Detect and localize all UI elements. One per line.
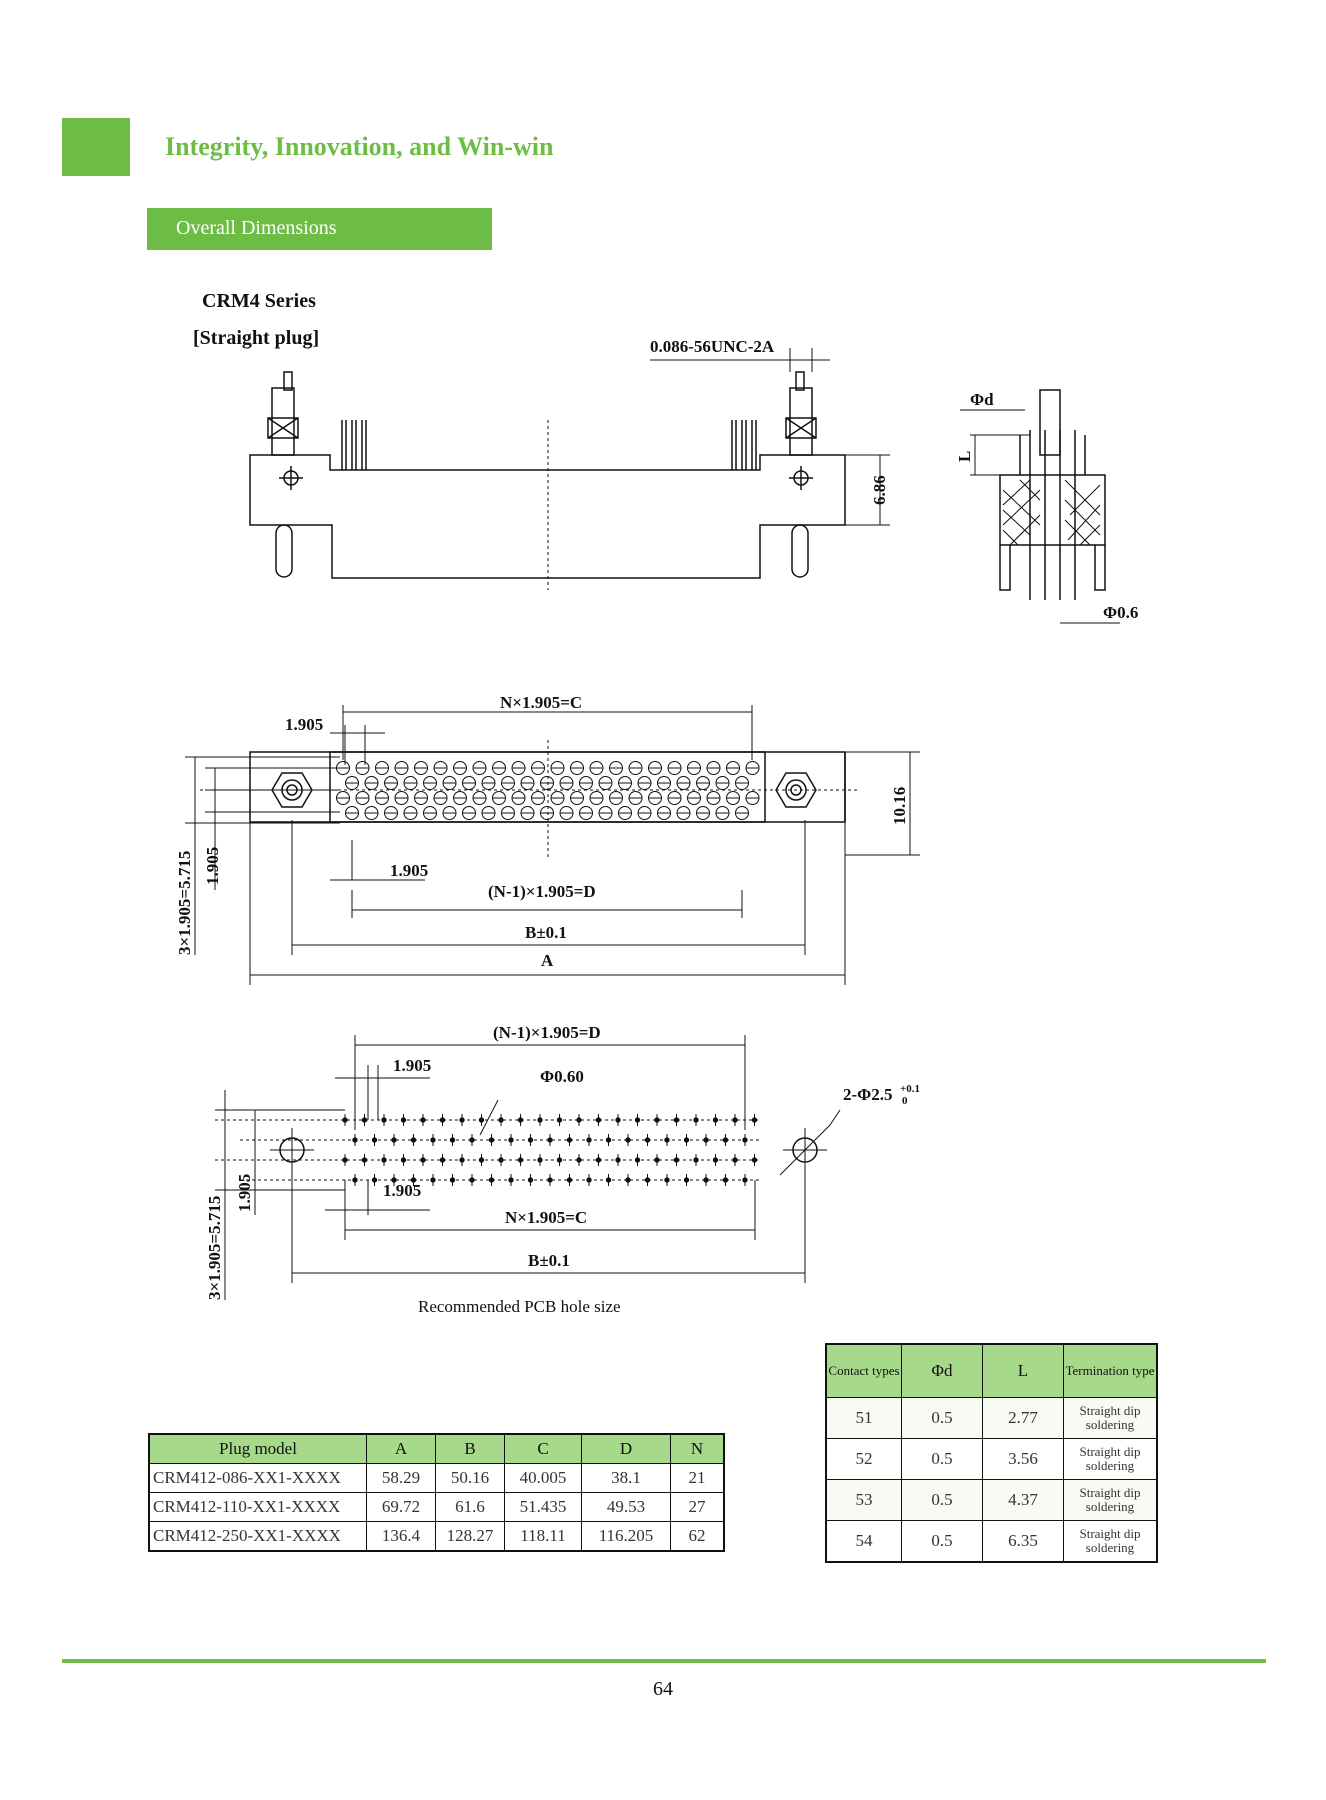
tolerance-zero: 0 <box>902 1095 908 1107</box>
header-plug-model: Plug model <box>148 1433 367 1464</box>
l-label: L <box>955 451 974 462</box>
cell-a: 58.29 <box>366 1463 436 1493</box>
nc-label: N×1.905=C <box>500 693 582 712</box>
cell-a: 69.72 <box>366 1492 436 1522</box>
header-termination-type: Termination type <box>1063 1343 1158 1398</box>
header-n: N <box>670 1433 725 1464</box>
pitch-lower-label: 1.905 <box>390 861 428 880</box>
cell-termination: Straight dip soldering <box>1063 1397 1158 1439</box>
cell-contact-type: 51 <box>825 1397 902 1439</box>
contact-type-table: Contact types Φd L Termination type 51 0… <box>825 1343 1158 1563</box>
nd-label: (N-1)×1.905=D <box>488 882 596 901</box>
header-b: B <box>435 1433 505 1464</box>
cell-c: 118.11 <box>504 1521 582 1552</box>
product-subtitle: [Straight plug] <box>193 327 320 349</box>
phi-06-label: Φ0.6 <box>1103 603 1138 622</box>
cell-contact-type: 52 <box>825 1438 902 1480</box>
pcb-pitch-lower-label: 1.905 <box>383 1181 421 1200</box>
cell-c: 51.435 <box>504 1492 582 1522</box>
cell-model: CRM412-110-XX1-XXXX <box>148 1492 367 1522</box>
cell-phi-d: 0.5 <box>901 1397 983 1439</box>
cell-d: 38.1 <box>581 1463 671 1493</box>
thread-label: 0.086-56UNC-2A <box>650 337 775 356</box>
cell-b: 128.27 <box>435 1521 505 1552</box>
series-title: CRM4 Series <box>202 290 316 312</box>
side-view: 0.086-56UNC-2A 6.86 <box>249 337 890 590</box>
header-d: D <box>581 1433 671 1464</box>
pcb-row-pitch-label: 3×1.905=5.715 <box>205 1196 224 1300</box>
pcb-b-label: B±0.1 <box>528 1251 570 1270</box>
cell-c: 40.005 <box>504 1463 582 1493</box>
table-row: CRM412-086-XX1-XXXX 58.29 50.16 40.005 3… <box>148 1463 725 1493</box>
cell-termination: Straight dip soldering <box>1063 1520 1158 1563</box>
tolerance-plus: +0.1 <box>900 1083 920 1095</box>
cell-d: 49.53 <box>581 1492 671 1522</box>
table-row: CRM412-110-XX1-XXXX 69.72 61.6 51.435 49… <box>148 1492 725 1522</box>
table-row: 51 0.5 2.77 Straight dip soldering <box>825 1397 1158 1439</box>
cell-contact-type: 53 <box>825 1479 902 1521</box>
table-row: CRM412-250-XX1-XXXX 136.4 128.27 118.11 … <box>148 1521 725 1552</box>
phi-060-label: Φ0.60 <box>540 1067 584 1086</box>
header-contact-types: Contact types <box>825 1343 902 1398</box>
table-row: 54 0.5 6.35 Straight dip soldering <box>825 1520 1158 1563</box>
cell-l: 2.77 <box>982 1397 1064 1439</box>
page-number: 64 <box>653 1678 673 1700</box>
cell-d: 116.205 <box>581 1521 671 1552</box>
cell-l: 3.56 <box>982 1438 1064 1480</box>
section-view: Φd L Φ0.6 <box>955 389 1138 624</box>
pitch-vertical-label: 1.905 <box>203 847 222 885</box>
cell-l: 4.37 <box>982 1479 1064 1521</box>
row-pitch-label: 3×1.905=5.715 <box>175 851 194 955</box>
pcb-nd-label: (N-1)×1.905=D <box>493 1023 601 1042</box>
cell-termination: Straight dip soldering <box>1063 1438 1158 1480</box>
section-banner: Overall Dimensions <box>147 208 492 250</box>
cell-model: CRM412-086-XX1-XXXX <box>148 1463 367 1493</box>
cell-n: 21 <box>670 1463 725 1493</box>
cell-l: 6.35 <box>982 1520 1064 1563</box>
header-a: A <box>366 1433 436 1464</box>
brand-square <box>62 118 130 176</box>
cell-b: 61.6 <box>435 1492 505 1522</box>
cell-n: 62 <box>670 1521 725 1552</box>
cell-n: 27 <box>670 1492 725 1522</box>
table-row: 52 0.5 3.56 Straight dip soldering <box>825 1438 1158 1480</box>
header-l: L <box>982 1343 1064 1398</box>
mount-hole-label: 2-Φ2.5 <box>843 1085 893 1104</box>
cell-b: 50.16 <box>435 1463 505 1493</box>
contact-grid <box>336 761 760 820</box>
cell-model: CRM412-250-XX1-XXXX <box>148 1521 367 1552</box>
cell-contact-type: 54 <box>825 1520 902 1563</box>
cell-phi-d: 0.5 <box>901 1438 983 1480</box>
pcb-pitch-vertical-label: 1.905 <box>235 1174 254 1212</box>
b-label: B±0.1 <box>525 923 567 942</box>
page-header-title: Integrity, Innovation, and Win-win <box>165 132 554 161</box>
width-label: 10.16 <box>890 787 909 825</box>
cell-phi-d: 0.5 <box>901 1520 983 1563</box>
footer-divider <box>62 1659 1266 1663</box>
pcb-pitch-label: 1.905 <box>393 1056 431 1075</box>
cell-phi-d: 0.5 <box>901 1479 983 1521</box>
cell-a: 136.4 <box>366 1521 436 1552</box>
section-title: Overall Dimensions <box>176 217 337 239</box>
cell-termination: Straight dip soldering <box>1063 1479 1158 1521</box>
header-c: C <box>504 1433 582 1464</box>
plug-table-header: Plug model A B C D N <box>148 1433 725 1464</box>
pcb-caption: Recommended PCB hole size <box>418 1297 621 1316</box>
phi-d-label: Φd <box>970 390 994 409</box>
plug-model-table: Plug model A B C D N CRM412-086-XX1-XXXX… <box>148 1433 725 1552</box>
height-label: 6.86 <box>870 475 889 505</box>
front-view: N×1.905=C 1.905 10.16 1.905 (N-1)×1.905=… <box>175 693 920 985</box>
a-label: A <box>541 951 554 970</box>
pcb-nc-label: N×1.905=C <box>505 1208 587 1227</box>
header-phi-d: Φd <box>901 1343 983 1398</box>
table-row: 53 0.5 4.37 Straight dip soldering <box>825 1479 1158 1521</box>
pcb-view: (N-1)×1.905=D 1.905 Φ0.60 2-Φ2.5 +0.1 0 … <box>205 1023 920 1300</box>
pcb-hole-grid <box>342 1114 758 1186</box>
pitch-label: 1.905 <box>285 715 323 734</box>
contact-table-header: Contact types Φd L Termination type <box>825 1343 1158 1398</box>
